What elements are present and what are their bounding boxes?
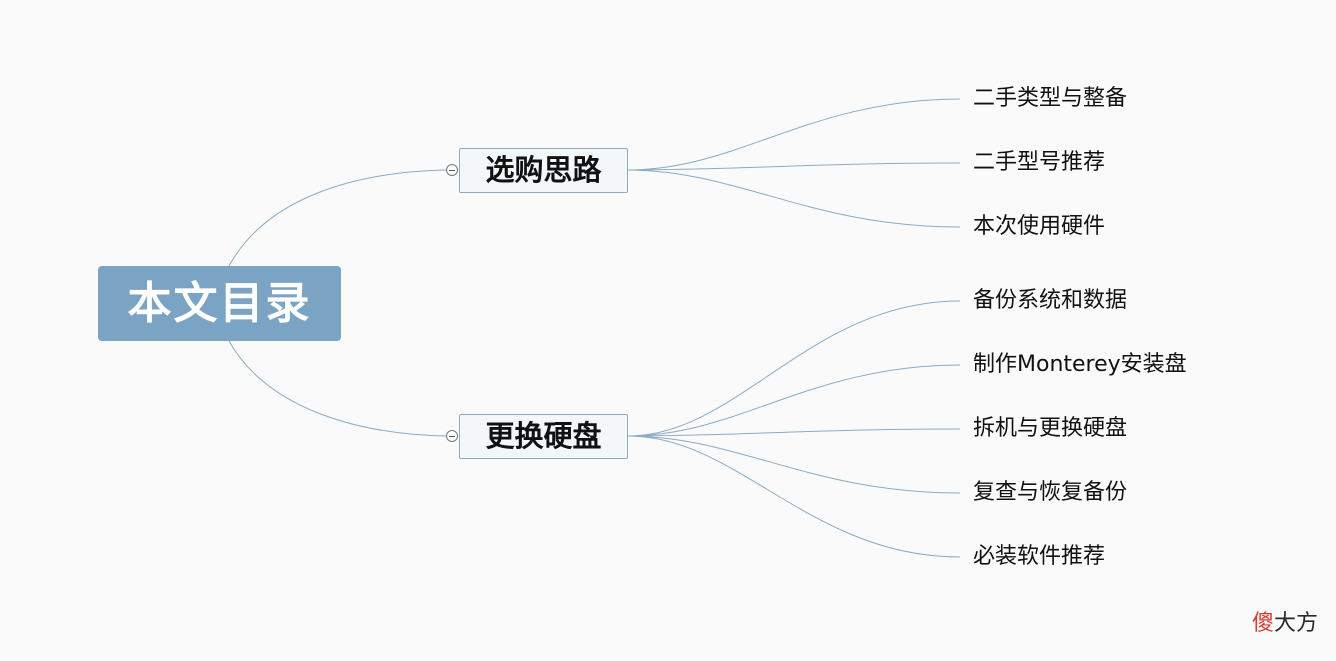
subtopic-used-types[interactable]: 二手类型与整备 [973,86,1128,111]
connector-selection-leaf-2 [627,162,961,171]
connector-selection-leaf-1 [627,98,961,171]
subtopic-hardware-used[interactable]: 本次使用硬件 [973,214,1106,239]
connector-disk-leaf-4 [627,435,961,494]
connector-central-to-selection [228,169,447,267]
connector-disk-leaf-2 [627,364,961,437]
subtopic-backup[interactable]: 备份系统和数据 [973,288,1128,313]
connector-central-to-disk-replacement [228,340,447,437]
watermark: 傻大方 [1252,605,1318,637]
collapse-toggle-selection[interactable] [446,164,458,176]
central-topic[interactable]: 本文目录 [98,266,341,341]
connector-selection-leaf-3 [627,169,961,228]
subtopic-installer[interactable]: 制作Monterey安装盘 [973,352,1187,377]
connector-disk-leaf-3 [627,428,961,437]
connector-disk-leaf-1 [627,300,961,437]
branch-topic-selection[interactable]: 选购思路 [459,148,628,193]
subtopic-used-models[interactable]: 二手型号推荐 [973,150,1106,175]
branch-topic-disk-replacement[interactable]: 更换硬盘 [459,414,628,459]
collapse-toggle-disk-replacement[interactable] [446,430,458,442]
subtopic-restore[interactable]: 复查与恢复备份 [973,480,1128,505]
watermark-accent-char: 傻 [1251,611,1274,636]
subtopic-disassembly[interactable]: 拆机与更换硬盘 [973,416,1128,441]
subtopic-software[interactable]: 必装软件推荐 [973,544,1106,569]
watermark-rest: 大方 [1273,611,1318,636]
connector-disk-leaf-5 [627,435,961,558]
